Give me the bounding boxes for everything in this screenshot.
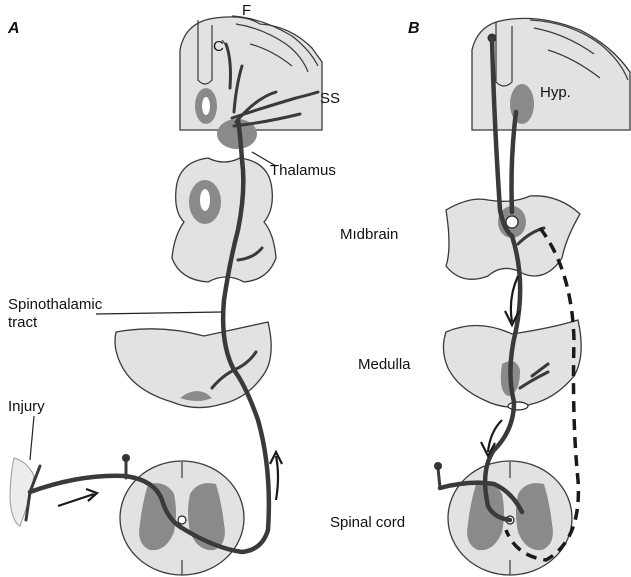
label-medulla: Medulla <box>358 356 411 373</box>
label-ss: SS <box>320 90 340 107</box>
label-f: F <box>242 2 251 19</box>
label-hyp: Hyp. <box>540 84 571 101</box>
midbrain-section-a <box>172 158 276 282</box>
injury-site <box>10 416 34 526</box>
label-spinothalamic: Spinothalamic <box>8 296 102 313</box>
label-injury: Injury <box>8 398 45 415</box>
label-midbrain: Mıdbrain <box>340 226 398 243</box>
label-tract: tract <box>8 314 37 331</box>
panel-label-a: A <box>8 20 20 37</box>
brain-section-a <box>180 16 322 149</box>
panel-b-drawing <box>434 18 630 575</box>
label-thalamus: Thalamus <box>270 162 336 179</box>
panel-label-b: B <box>408 20 420 37</box>
label-spinal-cord: Spinal cord <box>330 514 405 531</box>
label-c: C <box>213 38 224 55</box>
